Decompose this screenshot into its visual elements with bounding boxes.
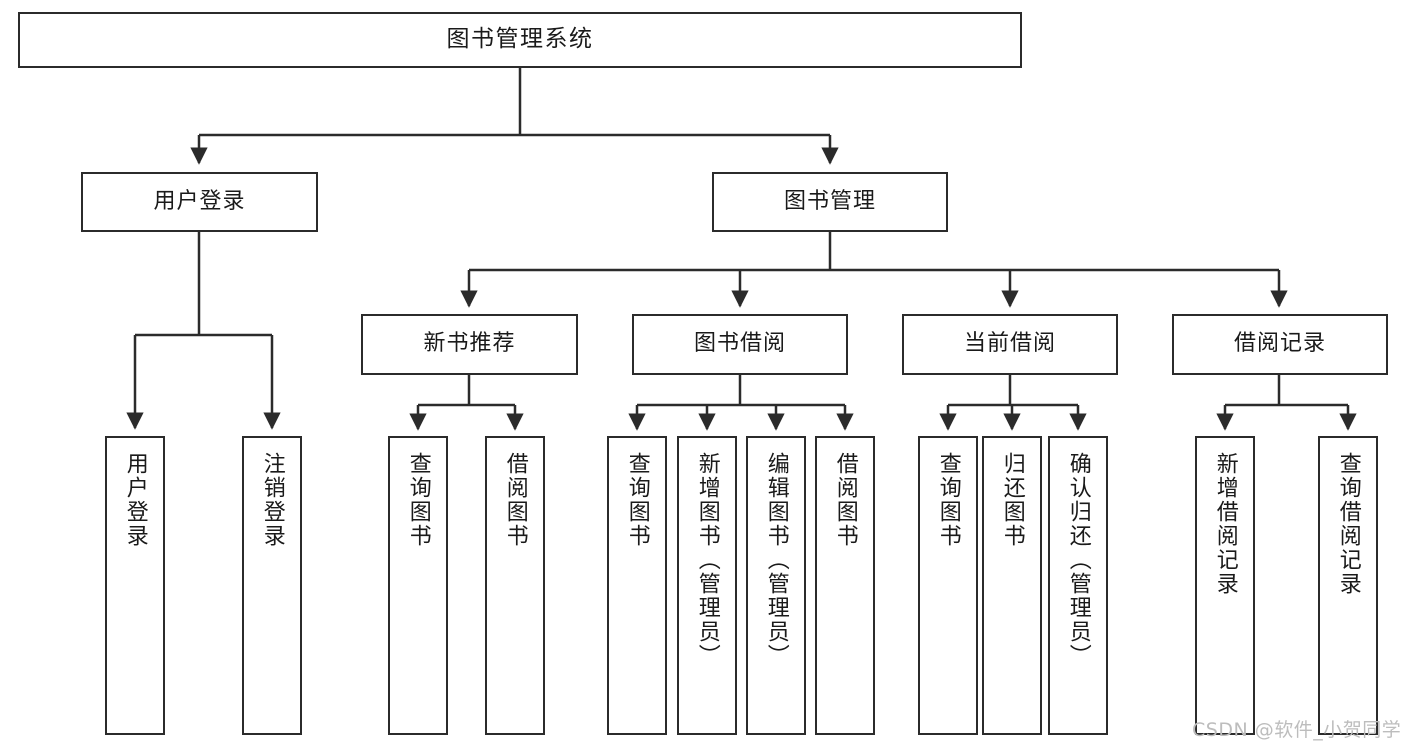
csdn-watermark: CSDN @软件_小贺同学 (1192, 719, 1402, 741)
node-user-login[interactable]: 用户登录 (81, 172, 318, 232)
node-book-borrowing[interactable]: 图书借阅 (632, 314, 848, 375)
node-label: 借阅记录 (1233, 331, 1326, 357)
node-label: 查询借阅记录 (1335, 452, 1361, 596)
node-book-management[interactable]: 图书管理 (712, 172, 948, 232)
node-label: 查询图书 (624, 452, 650, 548)
node-label: 借阅图书 (502, 452, 528, 548)
node-leaf-query-book-recommendation[interactable]: 查询图书 (388, 436, 448, 735)
node-label: 图书管理 (783, 188, 876, 214)
node-label: 归还图书 (999, 452, 1025, 548)
node-leaf-edit-book-admin[interactable]: 编辑图书（管理员） (746, 436, 806, 735)
node-label: 新书推荐 (423, 331, 516, 357)
node-label: 查询图书 (935, 452, 961, 548)
node-leaf-add-book-admin[interactable]: 新增图书（管理员） (677, 436, 737, 735)
node-label: 编辑图书（管理员） (763, 452, 789, 668)
node-leaf-logout[interactable]: 注销登录 (242, 436, 302, 735)
node-label: 查询图书 (405, 452, 431, 548)
node-label: 注销登录 (259, 452, 285, 548)
node-leaf-return-book[interactable]: 归还图书 (982, 436, 1042, 735)
node-leaf-user-login[interactable]: 用户登录 (105, 436, 165, 735)
node-leaf-borrow-book[interactable]: 借阅图书 (815, 436, 875, 735)
node-leaf-add-borrow-record[interactable]: 新增借阅记录 (1195, 436, 1255, 735)
node-leaf-query-book-borrowing[interactable]: 查询图书 (607, 436, 667, 735)
node-label: 图书借阅 (693, 331, 786, 357)
node-borrowing-record[interactable]: 借阅记录 (1172, 314, 1388, 375)
node-label: 当前借阅 (963, 331, 1056, 357)
node-leaf-query-book-current[interactable]: 查询图书 (918, 436, 978, 735)
node-current-borrowing[interactable]: 当前借阅 (902, 314, 1118, 375)
node-label: 图书管理系统 (446, 26, 594, 53)
node-new-book-recommendation[interactable]: 新书推荐 (361, 314, 578, 375)
node-label: 确认归还（管理员） (1065, 452, 1091, 668)
node-label: 新增图书（管理员） (694, 452, 720, 668)
node-label: 用户登录 (122, 452, 148, 548)
node-leaf-confirm-return-admin[interactable]: 确认归还（管理员） (1048, 436, 1108, 735)
node-root-book-management-system[interactable]: 图书管理系统 (18, 12, 1022, 68)
node-leaf-borrow-book-recommendation[interactable]: 借阅图书 (485, 436, 545, 735)
node-label: 新增借阅记录 (1212, 452, 1238, 596)
node-leaf-query-borrow-record[interactable]: 查询借阅记录 (1318, 436, 1378, 735)
node-label: 用户登录 (153, 188, 246, 214)
node-label: 借阅图书 (832, 452, 858, 548)
